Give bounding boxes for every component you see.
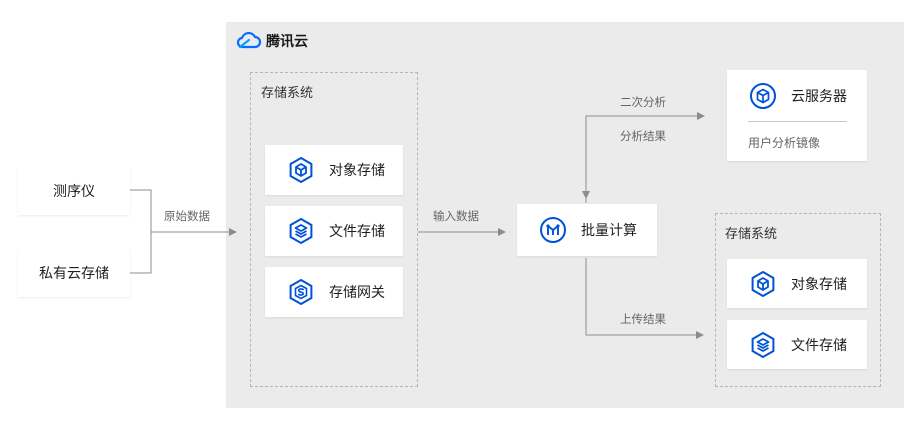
object-storage-icon — [287, 156, 315, 184]
brand-name: 腾讯云 — [266, 34, 308, 50]
source-sequencer-label: 测序仪 — [53, 184, 95, 200]
edge-label-input-data: 输入数据 — [433, 209, 479, 223]
file-storage-icon — [749, 331, 777, 359]
source-sequencer[interactable]: 测序仪 — [18, 167, 130, 215]
file-storage-icon — [287, 217, 315, 245]
cloud-server-icon — [749, 82, 777, 110]
service-object-storage-label: 对象存储 — [329, 163, 385, 179]
service-file-storage-right[interactable]: 文件存储 — [727, 320, 867, 369]
service-cloud-server-label: 云服务器 — [791, 89, 847, 105]
cloud-server-divider — [748, 121, 847, 122]
edge-label-raw-data: 原始数据 — [164, 209, 210, 223]
service-object-storage-right[interactable]: 对象存储 — [727, 259, 867, 308]
service-file-storage[interactable]: 文件存储 — [265, 206, 403, 256]
storage-system-right — [715, 213, 881, 387]
service-storage-gateway[interactable]: 存储网关 — [265, 267, 403, 317]
service-file-storage-right-label: 文件存储 — [791, 337, 847, 354]
service-storage-gateway-label: 存储网关 — [329, 285, 385, 301]
source-private-cloud-storage[interactable]: 私有云存储 — [18, 249, 130, 297]
service-batch-compute[interactable]: 批量计算 — [517, 204, 657, 256]
batch-compute-icon — [539, 216, 567, 244]
edge-label-secondary-analysis: 二次分析 — [620, 95, 666, 109]
service-file-storage-label: 文件存储 — [329, 224, 385, 240]
brand: 腾讯云 — [236, 31, 308, 51]
source-private-cloud-label: 私有云存储 — [39, 266, 109, 282]
edge-label-upload-result: 上传结果 — [620, 312, 666, 326]
service-batch-compute-label: 批量计算 — [581, 223, 637, 239]
cloud-server-subtitle: 用户分析镜像 — [748, 136, 821, 150]
storage-system-left — [250, 72, 418, 387]
object-storage-icon — [749, 270, 777, 298]
storage-system-left-title: 存储系统 — [261, 86, 314, 101]
storage-system-right-title: 存储系统 — [725, 227, 778, 242]
service-cloud-server[interactable]: 云服务器 用户分析镜像 — [727, 70, 867, 161]
cloud-server-header: 云服务器 — [749, 82, 847, 110]
service-object-storage[interactable]: 对象存储 — [265, 145, 403, 195]
service-object-storage-right-label: 对象存储 — [791, 276, 847, 293]
storage-gateway-icon — [287, 278, 315, 306]
edge-label-analysis-result: 分析结果 — [620, 129, 666, 143]
tencent-cloud-logo-icon — [236, 32, 262, 49]
